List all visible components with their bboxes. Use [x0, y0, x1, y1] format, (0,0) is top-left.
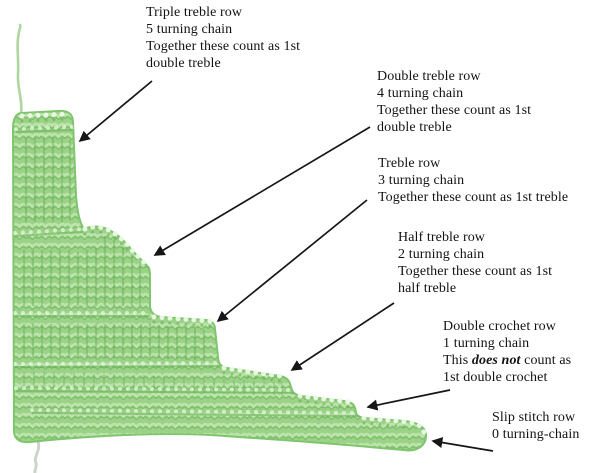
label-line: Triple treble row [146, 5, 243, 20]
label-line: Together these count as 1st [377, 103, 532, 118]
arrow-slip-stitch [431, 437, 494, 452]
label-text: count as [520, 353, 572, 368]
arrow-half-treble [290, 302, 395, 371]
label-line: double treble [377, 120, 452, 135]
label-line: 4 turning chain [377, 86, 464, 101]
swatch-body [12, 109, 428, 452]
label-line: 2 turning chain [398, 247, 485, 262]
crochet-swatch [12, 109, 428, 452]
chain-edge-shadows [20, 117, 410, 429]
label-line: Slip stitch row [492, 410, 576, 425]
label-line: 0 turning-chain [492, 427, 580, 442]
label-slip-stitch-row: Slip stitch row 0 turning-chain [492, 409, 579, 443]
emphasis-text: does not [471, 353, 521, 368]
label-line: Together these count as 1st [398, 264, 553, 279]
label-line: Double crochet row [443, 319, 556, 334]
label-text: This [443, 353, 472, 368]
arrow-double-crochet [366, 389, 451, 411]
label-double-crochet-row: Double crochet row 1 turning chain This … [443, 318, 571, 386]
label-line: Treble row [378, 156, 441, 171]
label-line: 5 turning chain [146, 22, 233, 37]
annotation-arrows [78, 80, 494, 452]
yarn-tail-bottom [33, 439, 41, 473]
label-line: Together these count as 1st [146, 39, 301, 54]
label-line: double treble [146, 56, 221, 71]
arrow-double-treble [153, 126, 371, 256]
label-treble-row: Treble row 3 turning chain Together thes… [378, 155, 568, 206]
label-line: half treble [398, 281, 457, 296]
label-line: Together these count as 1st treble [378, 190, 569, 205]
swatch-texture [13, 125, 361, 417]
label-line: 1st double crochet [443, 370, 548, 385]
label-half-treble-row: Half treble row 2 turning chain Together… [398, 229, 552, 297]
label-line: Half treble row [398, 230, 486, 245]
label-triple-treble-row: Triple treble row 5 turning chain Togeth… [146, 4, 300, 72]
label-line: 1 turning chain [443, 336, 530, 351]
label-line: 3 turning chain [378, 173, 465, 188]
label-line: Double treble row [377, 69, 481, 84]
label-double-treble-row: Double treble row 4 turning chain Togeth… [377, 68, 531, 136]
arrow-treble [216, 199, 368, 323]
chain-edge-highlights [19, 111, 427, 439]
label-line: This does not count as [443, 352, 571, 369]
yarn-tail-top [16, 23, 23, 117]
arrow-triple-treble [78, 80, 153, 143]
